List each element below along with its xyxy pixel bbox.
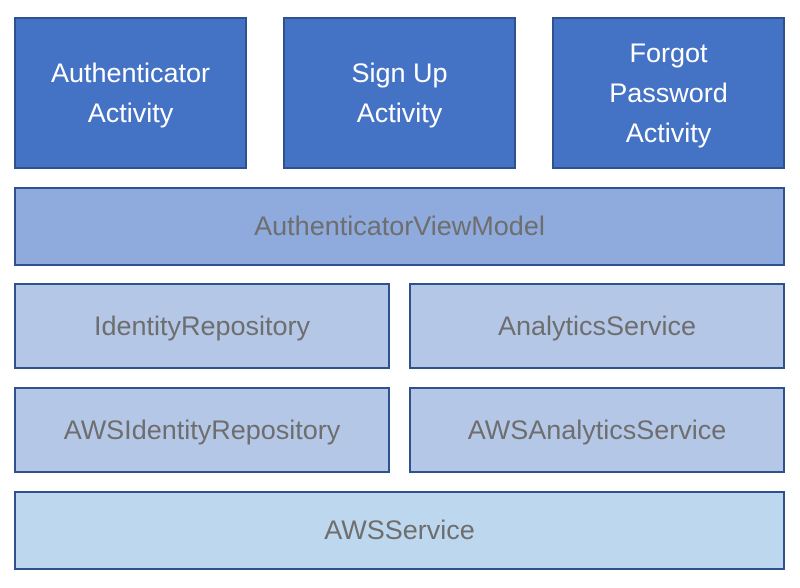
authenticator-activity-box: Authenticator Activity: [14, 17, 247, 169]
aws-identity-repository-box: AWSIdentityRepository: [14, 387, 390, 473]
sign-up-activity-box: Sign Up Activity: [283, 17, 516, 169]
aws-analytics-service-box: AWSAnalyticsService: [409, 387, 785, 473]
analytics-service-box: AnalyticsService: [409, 283, 785, 369]
identity-repository-box: IdentityRepository: [14, 283, 390, 369]
authenticator-view-model-box: AuthenticatorViewModel: [14, 187, 785, 266]
forgot-password-activity-box: Forgot Password Activity: [552, 17, 785, 169]
aws-service-box: AWSService: [14, 491, 785, 570]
